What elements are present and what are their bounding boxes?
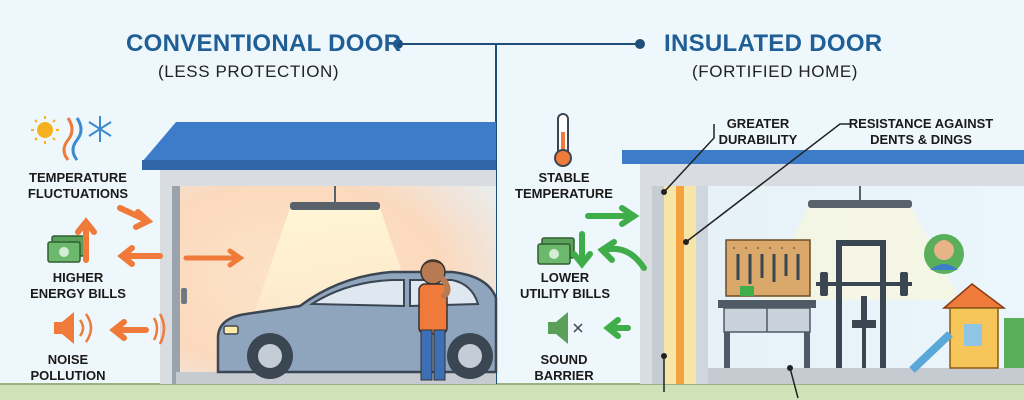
energy-arrow <box>117 245 163 267</box>
ground <box>0 383 1024 400</box>
left-subtitle: (LESS PROTECTION) <box>158 62 340 81</box>
workbench-icon <box>718 300 816 368</box>
playhouse-icon <box>909 283 1024 373</box>
noise-arrow <box>109 319 149 341</box>
durability-callout <box>663 124 715 193</box>
temp-arrow <box>117 205 154 230</box>
speaker-icon <box>54 312 93 344</box>
snowflake-icon <box>88 116 112 142</box>
right-subtitle: (FORTIFIED HOME) <box>692 62 859 81</box>
money-up-icon <box>47 217 97 263</box>
right-ceiling-light <box>808 200 912 208</box>
sound-arrow <box>603 317 631 339</box>
utility-arrow <box>597 239 647 271</box>
left-ceiling-light <box>290 202 380 210</box>
right-roof <box>622 150 1024 164</box>
person-icon <box>418 259 451 381</box>
left-roof <box>142 122 496 162</box>
weight-rack-icon <box>816 240 912 368</box>
stable-arrow <box>585 205 640 227</box>
left-title: CONVENTIONAL DOOR <box>126 30 402 57</box>
dents-callout <box>685 123 850 243</box>
money-down-icon <box>537 231 593 269</box>
thermometer-icon <box>554 113 572 167</box>
right-title: INSULATED DOOR <box>664 30 883 57</box>
sun-icon <box>31 116 59 144</box>
heat-wave-icon <box>62 117 83 161</box>
muted-speaker-icon <box>548 312 583 344</box>
pegboard-tools-icon <box>725 239 811 297</box>
avatar-icon <box>924 234 964 274</box>
